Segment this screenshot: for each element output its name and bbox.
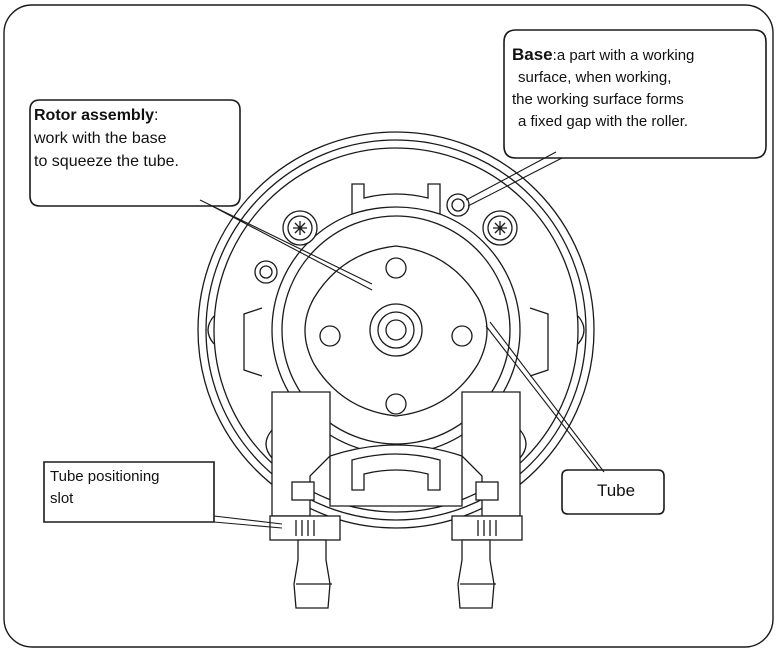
tube-label: Tube [596,481,636,500]
rotor-callout-heading: Rotor assembly: [34,104,234,127]
base-callout-bubble [503,29,767,159]
leader-lines [199,151,605,529]
slot-leader [213,515,283,529]
callout-shapes [29,29,767,523]
base-line-1: surface, when working, [518,69,672,86]
tube-leader [485,321,605,473]
rotor-title: Rotor assembly [34,107,155,124]
rotor-line-2: to squeeze the tube. [34,153,179,170]
tube-callout-bubble [561,469,665,515]
rotor-line-1: work with the base [34,130,167,147]
base-leader [465,151,563,207]
slot-callout: Tube positioning slot [50,466,215,510]
rotor-callout: Rotor assembly: work with the base to sq… [34,104,234,173]
slot-line-1: Tube positioning [50,468,160,485]
base-callout-heading: Base:a part with a working [512,44,762,67]
base-line-2: the working surface forms [512,91,684,108]
tube-callout: Tube [566,480,666,502]
top-clip [351,183,441,215]
rotor-sep: : [154,107,159,124]
pump-housing [197,131,595,529]
base-callout: Base:a part with a working surface, when… [512,44,762,133]
base-title: Base [512,45,553,64]
base-first-line: a part with a working [556,47,695,64]
slot-line-2: slot [50,490,74,507]
base-sep: : [552,47,557,64]
rotor-assembly [304,245,488,417]
base-line-3: a fixed gap with the roller. [518,113,689,130]
rotor-leader [199,199,373,291]
rotor-callout-bubble [29,99,241,207]
